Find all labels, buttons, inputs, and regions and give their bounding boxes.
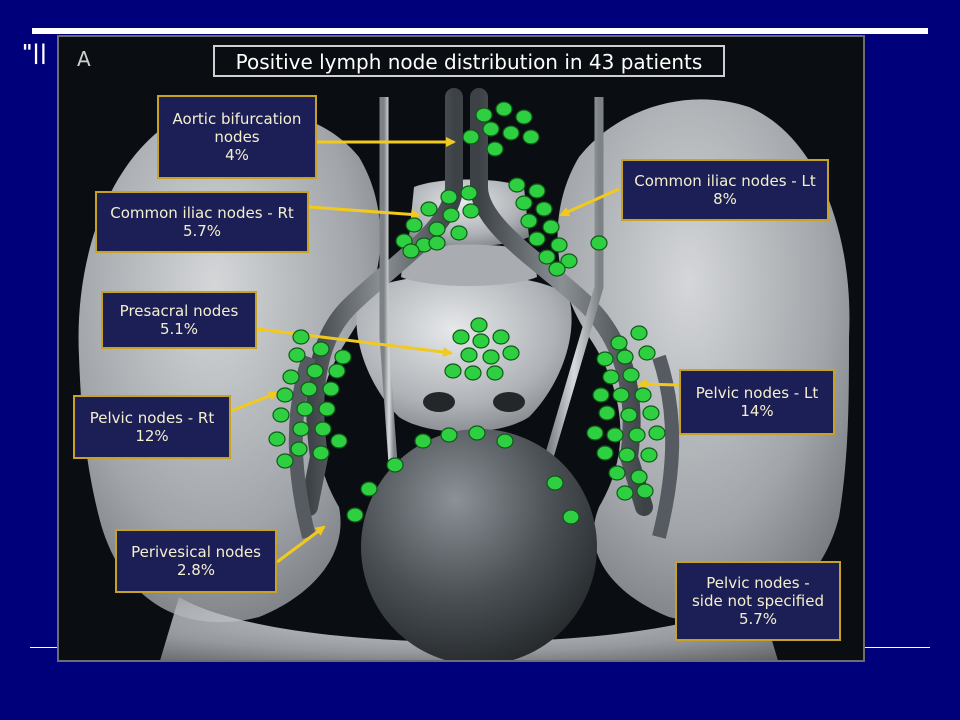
- slide-corner-marks: "||: [22, 40, 48, 64]
- bladder: [361, 429, 597, 660]
- label-perivesical: Perivesical nodes 2.8%: [115, 529, 277, 593]
- arrows: [230, 137, 680, 564]
- anatomy-figure: A Positive lymph node distribution in 43…: [57, 35, 865, 662]
- label-aortic-bifurcation: Aortic bifurcation nodes 4%: [157, 95, 317, 179]
- label-common-iliac-right: Common iliac nodes - Rt 5.7%: [95, 191, 309, 253]
- panel-letter: A: [77, 47, 91, 71]
- label-common-iliac-left: Common iliac nodes - Lt 8%: [621, 159, 829, 221]
- vertebra-lower: [401, 244, 537, 286]
- figure-title: Positive lymph node distribution in 43 p…: [213, 45, 725, 77]
- label-pelvic-right: Pelvic nodes - Rt 12%: [73, 395, 231, 459]
- slide-top-bar: [32, 28, 928, 34]
- lymph-nodes: [268, 101, 666, 525]
- label-pelvic-unspecified: Pelvic nodes - side not specified 5.7%: [675, 561, 841, 641]
- pubic-arch: [160, 597, 778, 660]
- label-pelvic-left: Pelvic nodes - Lt 14%: [679, 369, 835, 435]
- label-presacral: Presacral nodes 5.1%: [101, 291, 257, 349]
